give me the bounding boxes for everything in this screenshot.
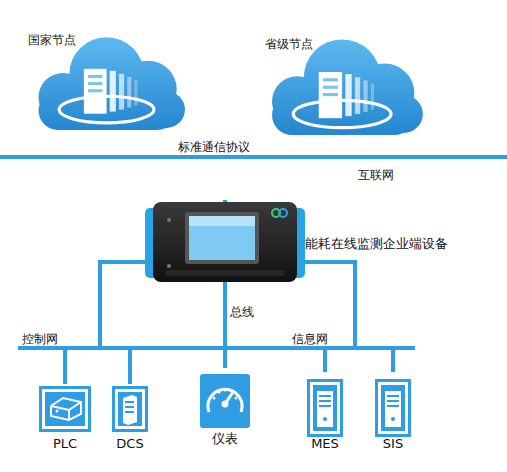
link-line [100,262,145,384]
network-link [305,262,393,372]
network-link [65,262,145,384]
link-line [223,285,227,368]
network-label: 标准通信协议 [178,139,250,156]
server-node: MES [299,372,351,454]
network-label: 总线 [230,304,254,321]
node-label: SIS [350,436,436,451]
network-label: 信息网 [292,331,328,348]
link-line [65,262,145,384]
network-label: 控制网 [22,331,58,348]
network-link [225,285,226,368]
node-label: 国家节点 [28,32,76,49]
meter-node: 仪表 [195,368,255,448]
server-node: SIS [370,372,416,454]
plc-node: PLC [33,384,97,456]
network-label: 互联网 [358,167,394,184]
network-link [100,262,145,384]
node-label: PLC [13,436,117,451]
node-label: 省级节点 [265,36,313,53]
internet-bus [0,155,507,159]
link-line [305,262,355,372]
node-label: 能耗在线监测企业端设备 [305,235,448,253]
node-label: MES [279,436,371,451]
device-node: 能耗在线监测企业端设备 [145,200,305,285]
network-link [305,262,355,372]
cloud-node: 省级节点 [255,30,425,135]
node-label: 仪表 [175,430,275,448]
dcs-node: DCS [108,384,152,456]
node-label: DCS [88,436,172,451]
cloud-node: 国家节点 [22,28,187,130]
link-line [305,262,393,372]
device-illustration [145,200,305,285]
